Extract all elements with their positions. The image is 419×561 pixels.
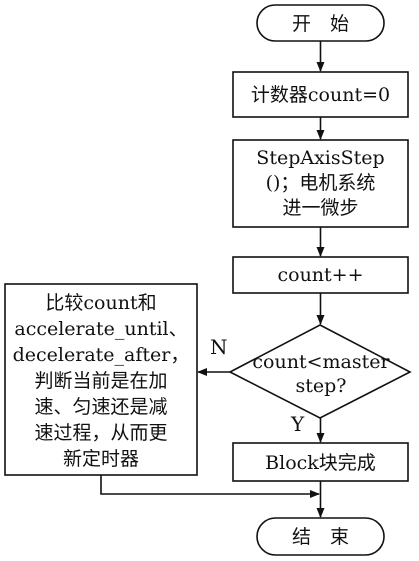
compare-line-1: 比较count和 — [45, 292, 156, 314]
step-line-3: 进一微步 — [282, 197, 358, 219]
start-terminal: 开 始 — [256, 4, 385, 42]
step-line-2: ()；电机系统 — [266, 172, 376, 194]
step-line-1: StepAxisStep — [256, 147, 384, 169]
end-terminal: 结 束 — [256, 517, 385, 556]
compare-line-3: decelerate_after， — [13, 344, 190, 366]
init-counter-label: 计数器count=0 — [251, 84, 390, 106]
init-counter-box: 计数器count=0 — [232, 71, 409, 118]
block-complete-label: Block块完成 — [265, 452, 376, 474]
compare-line-7: 新定时器 — [63, 448, 139, 470]
decision-diamond: count<master step? — [228, 324, 412, 419]
increment-box: count++ — [232, 256, 409, 294]
compare-line-6: 速过程，从而更 — [34, 422, 167, 444]
branch-label-no: N — [210, 335, 228, 359]
compare-line-5: 速、匀速还是减 — [34, 396, 167, 418]
compare-line-2: accelerate_until、 — [14, 318, 187, 340]
arrow-compare-merge — [100, 475, 320, 498]
start-label: 开 始 — [292, 13, 349, 35]
branch-label-yes: Y — [290, 412, 305, 436]
end-label: 结 束 — [292, 526, 349, 548]
block-complete-box: Block块完成 — [232, 442, 409, 482]
compare-process-box: 比较count和 accelerate_until、 decelerate_af… — [4, 283, 198, 476]
step-process-box: StepAxisStep ()；电机系统 进一微步 — [232, 139, 409, 228]
compare-line-4: 判断当前是在加 — [34, 370, 167, 392]
increment-label: count++ — [277, 264, 363, 286]
decision-line-2: step? — [296, 375, 347, 397]
decision-line-1: count<master — [252, 351, 390, 373]
